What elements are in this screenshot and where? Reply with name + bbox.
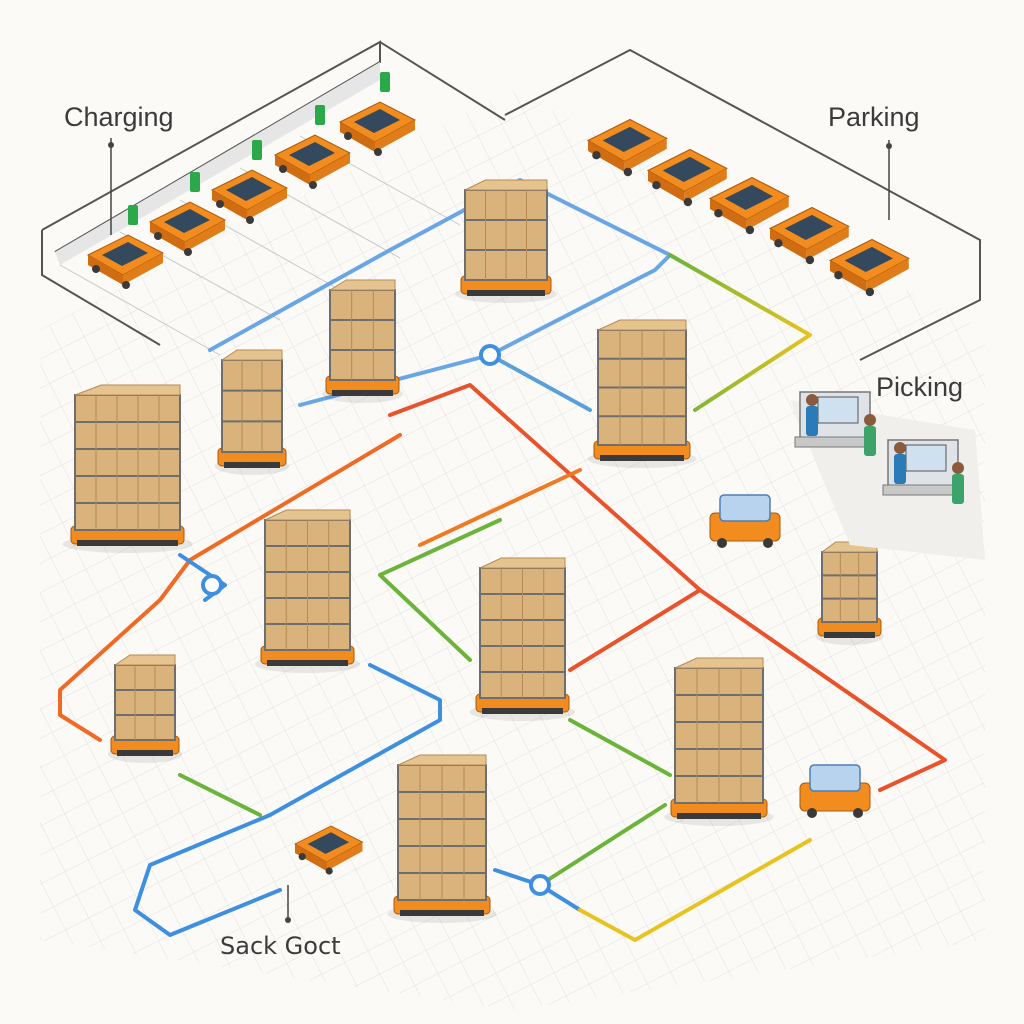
- charging-robot: [148, 201, 227, 256]
- charging-robot: [338, 101, 417, 156]
- route-green-right: [568, 718, 672, 777]
- operator: [952, 462, 964, 504]
- charging-label: Charging: [64, 102, 174, 132]
- parked-robot: [768, 206, 850, 265]
- tote-robot: [799, 764, 871, 818]
- zone-labels: Charging Parking Picking Sack Goct: [64, 102, 963, 960]
- route-green-bottom: [538, 803, 667, 887]
- route-blue-mid: [488, 353, 592, 412]
- route-yellow-bottom: [578, 838, 812, 942]
- shelf-pod: [214, 349, 290, 475]
- parked-robot: [586, 118, 668, 177]
- shelf-pod: [664, 657, 774, 826]
- picking-area: [790, 391, 985, 560]
- shelf-pod: [815, 541, 884, 645]
- route-orange-mid: [418, 468, 582, 547]
- route-red-cross: [58, 433, 402, 742]
- shelf-pod: [387, 754, 497, 923]
- charging-area: [59, 135, 461, 356]
- charging-station-icon: [252, 140, 262, 160]
- shelf-pod: [254, 509, 361, 673]
- charging-robot: [210, 169, 289, 224]
- operator: [894, 442, 906, 484]
- mobile-robots: [294, 494, 871, 875]
- route-junction-icon: [479, 344, 501, 366]
- picking-station: [794, 391, 876, 456]
- route-green-lower-left: [178, 773, 262, 817]
- charging-stalls: [59, 135, 461, 356]
- route-red-lower: [568, 588, 702, 672]
- parked-robot: [828, 238, 910, 297]
- parked-robot: [708, 176, 790, 235]
- route-junction-icon: [529, 874, 551, 896]
- shelf-pod: [62, 384, 193, 553]
- route-junction-icons: [201, 344, 551, 896]
- shelf-pod: [455, 179, 557, 303]
- charging-station-icon: [128, 205, 138, 225]
- route-blue-lower: [133, 663, 442, 937]
- parking-label: Parking: [828, 102, 920, 132]
- parked-robot: [646, 148, 728, 207]
- small-robot: [294, 825, 364, 875]
- route-green-yellow: [668, 253, 812, 412]
- charging-robot: [273, 134, 352, 189]
- shelf-pod: [469, 557, 576, 721]
- charging-station-icon: [190, 172, 200, 192]
- shelf-pods: [62, 179, 884, 923]
- bottom-label: Sack Goct: [220, 932, 341, 960]
- charging-station-icon: [380, 72, 390, 92]
- operator: [864, 414, 876, 456]
- shelf-pod: [107, 654, 183, 763]
- operator: [806, 394, 818, 436]
- robot-routes: [58, 178, 947, 942]
- charging-robot: [86, 234, 165, 289]
- shelf-pod: [322, 279, 403, 403]
- parked-robots: [86, 72, 910, 297]
- picking-stations: [794, 391, 964, 504]
- picking-station: [882, 439, 964, 504]
- shelf-pod: [587, 319, 697, 468]
- charging-station-icon: [315, 105, 325, 125]
- tote-robot: [709, 494, 781, 548]
- picking-label: Picking: [876, 372, 963, 402]
- route-junction-icon: [201, 574, 223, 596]
- route-green-mid: [378, 518, 502, 662]
